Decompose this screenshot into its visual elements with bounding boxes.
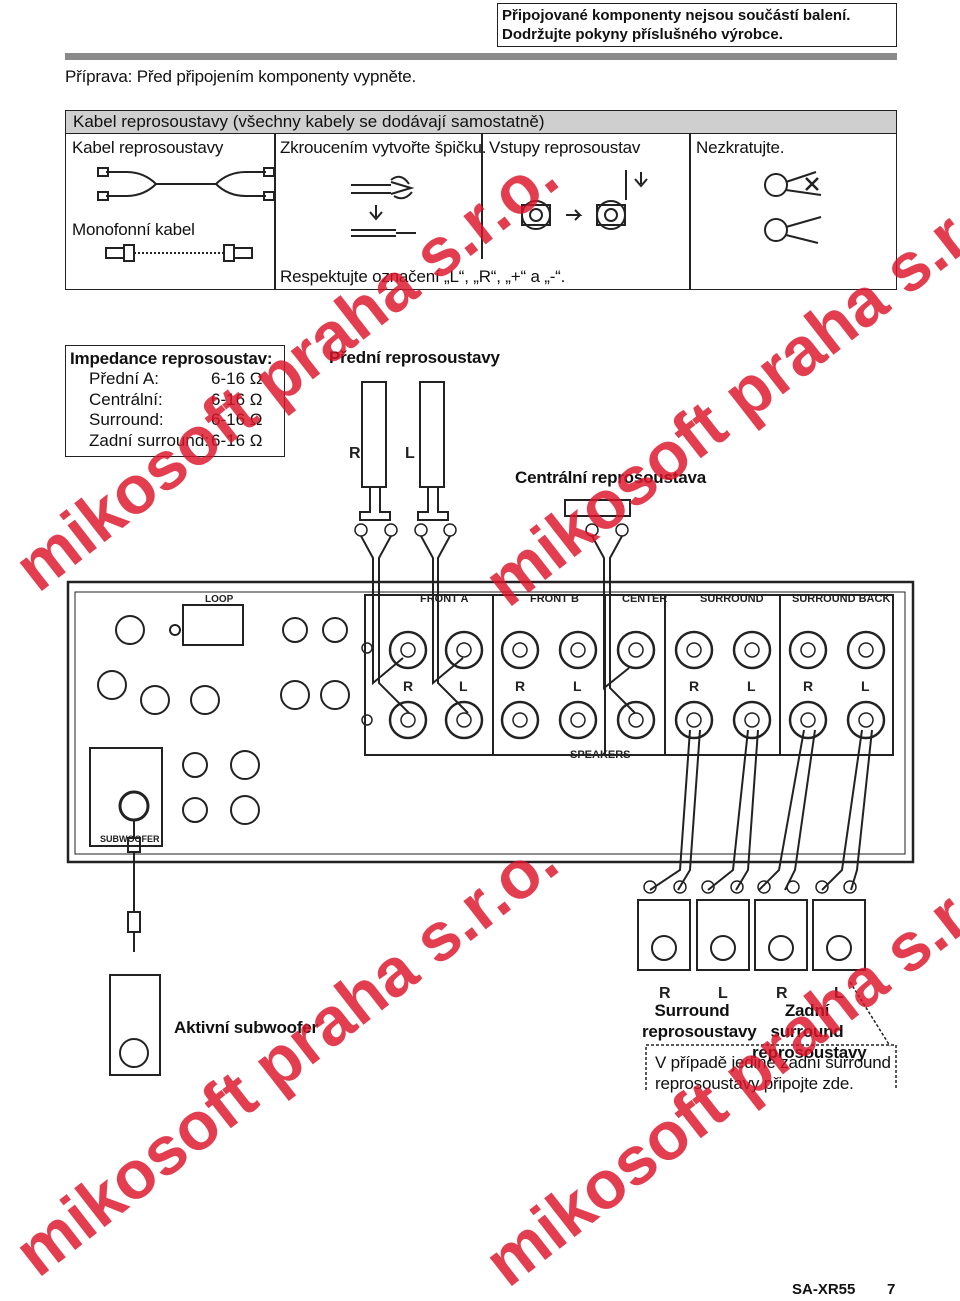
table-row: Přední A:6-16 Ω <box>89 369 263 388</box>
front-speaker-l <box>419 381 445 488</box>
table-row: Zadní surround:6-16 Ω <box>89 430 263 450</box>
panel-surround: SURROUND <box>700 593 764 605</box>
surround-l-letter: L <box>718 985 728 1002</box>
cable-table-header: Kabel reprosoustavy (všechny kabely se d… <box>65 110 897 134</box>
panel-front-b: FRONT B <box>530 593 579 605</box>
term-r-letter: R <box>689 678 699 694</box>
model-name: SA-XR55 <box>792 1281 856 1298</box>
table-row: Surround:6-16 Ω <box>89 410 263 429</box>
speaker-cable-label: Kabel reprosoustavy <box>72 138 224 157</box>
panel-speakers: SPEAKERS <box>570 749 631 761</box>
front-speaker-r <box>361 381 387 488</box>
term-r-letter: R <box>515 678 525 694</box>
term-l-letter: L <box>861 678 870 694</box>
front-r-letter: R <box>349 445 361 462</box>
polarity-label: Respektujte označení „L“, „R“, „+“ a „-“… <box>280 267 566 286</box>
panel-center: CENTER <box>622 593 667 605</box>
surround-r-letter: R <box>659 985 671 1002</box>
term-l-letter: L <box>459 678 468 694</box>
rear-r-letter: R <box>776 985 788 1002</box>
term-l-letter: L <box>573 678 582 694</box>
panel-front-a: FRONT A <box>420 593 469 605</box>
subwoofer-label: Aktivní subwoofer <box>174 1018 318 1037</box>
notice-line-1: Připojované komponenty nejsou součástí b… <box>502 7 851 24</box>
notice-line-2: Dodržujte pokyny příslušného výrobce. <box>502 26 783 43</box>
impedance-table: Přední A:6-16 Ω Centrální:6-16 Ω Surroun… <box>70 369 262 451</box>
preparation-note: Příprava: Před připojením komponenty vyp… <box>65 67 417 86</box>
subwoofer-output <box>89 747 163 847</box>
rear-speaker-r <box>754 899 808 971</box>
panel-subwoofer: SUBWOOFER <box>100 834 160 844</box>
front-speakers-label: Přední reprosoustavy <box>329 348 500 367</box>
header-rule <box>65 53 897 60</box>
rear-surround-label: Zadní surround reprosoustavy <box>752 1001 867 1062</box>
notice-box: Připojované komponenty nejsou součástí b… <box>497 3 897 47</box>
single-rear-note: V případě jediné zadní surround reprosou… <box>655 1053 891 1093</box>
center-speaker <box>564 499 631 517</box>
center-speaker-label: Centrální reprosoustava <box>515 468 706 487</box>
table-row: Centrální:6-16 Ω <box>89 389 263 409</box>
no-short-label: Nezkratujte. <box>696 138 785 157</box>
divider <box>689 134 691 289</box>
impedance-box: Impedance reprosoustav: Přední A:6-16 Ω … <box>65 345 285 457</box>
panel-surround-back: SURROUND BACK <box>792 593 890 605</box>
rear-l-letter: L <box>834 985 844 1002</box>
impedance-title: Impedance reprosoustav: <box>70 349 273 368</box>
page-number: 7 <box>887 1281 896 1298</box>
cable-illustrations <box>97 167 822 262</box>
rear-speaker-l <box>812 899 866 971</box>
speaker-inputs-label: Vstupy reprosoustav <box>489 138 641 157</box>
surround-speaker-r <box>637 899 691 971</box>
surround-speakers-label: Surround reprosoustavy <box>642 1001 757 1041</box>
subwoofer <box>109 974 161 1076</box>
term-r-letter: R <box>403 678 413 694</box>
connection-diagram: FRONT A FRONT B CENTER SURROUND SURROUND… <box>66 381 915 1090</box>
twist-label: Zkroucením vytvořte špičku. <box>280 138 487 157</box>
term-l-letter: L <box>747 678 756 694</box>
surround-speaker-l <box>696 899 750 971</box>
divider <box>481 134 483 259</box>
panel-loop: LOOP <box>205 594 234 605</box>
divider <box>274 134 276 289</box>
cable-table <box>65 133 897 290</box>
front-l-letter: L <box>405 445 415 462</box>
term-r-letter: R <box>803 678 813 694</box>
receiver-panel <box>66 580 915 864</box>
mono-cable-label: Monofonní kabel <box>72 220 195 239</box>
